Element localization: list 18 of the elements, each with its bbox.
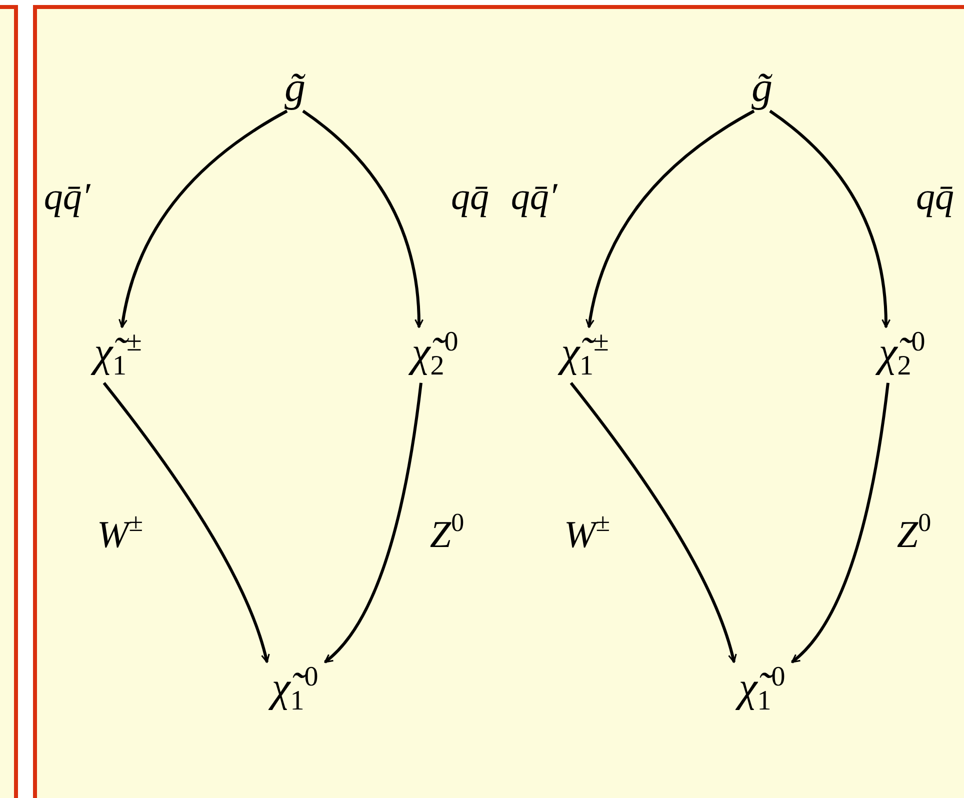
edge-label: qq̄: [451, 178, 489, 216]
particle-label: g̃: [748, 65, 776, 111]
edge-label: W$^{±}$: [564, 510, 610, 554]
arrow: [302, 110, 424, 328]
edge-label: qq̄: [916, 178, 954, 216]
particle-label: g̃: [280, 65, 310, 111]
arrow: [118, 110, 288, 328]
arrow: [586, 110, 755, 328]
arrow: [102, 382, 270, 663]
edge-label: qq̄′: [44, 178, 90, 216]
edge-label: Z$^{0}$: [896, 510, 932, 554]
edge-label: W$^{±}$: [97, 510, 143, 554]
arrow: [324, 382, 422, 664]
edge-label: qq̄′: [510, 178, 558, 216]
edge-label: Z$^{0}$: [430, 510, 464, 554]
arrow: [791, 382, 890, 664]
arrow: [769, 110, 890, 328]
arrow: [570, 382, 737, 663]
